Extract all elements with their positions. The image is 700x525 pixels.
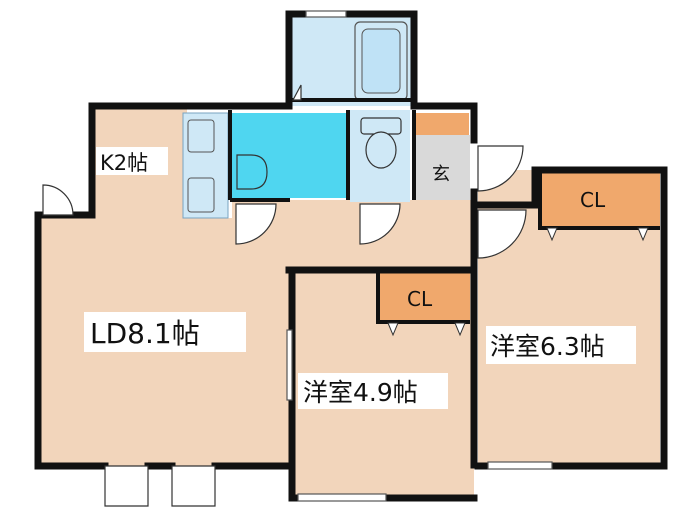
door-balcony-left [104, 465, 149, 507]
shoe-cabinet [416, 113, 469, 135]
entrance-label: 玄 [432, 164, 450, 185]
floor-areas [38, 14, 660, 498]
entrance-floor [415, 135, 470, 200]
kitchen-label: K2帖 [100, 151, 148, 175]
western-small-label: 洋室4.9帖 [303, 378, 418, 407]
window-ld-side [286, 329, 293, 401]
inner-walls [228, 98, 660, 324]
kitchen-stove-icon [187, 119, 215, 153]
door-bath [292, 84, 302, 101]
window-bottom-large [487, 461, 553, 470]
wash-basin-icon [236, 154, 268, 190]
closet-large-floor [540, 170, 660, 227]
bathtub-inner [361, 28, 401, 94]
closet-small-label: CL [407, 287, 433, 311]
doors [42, 84, 527, 507]
labels: K2帖 LD8.1帖 洋室4.9帖 洋室6.3帖 玄 CL CL [84, 147, 636, 409]
door-balcony-right [171, 465, 216, 507]
closet-doors [387, 227, 649, 337]
door-entrance [477, 145, 524, 192]
door-toilet [359, 203, 401, 245]
western-large-label: 洋室6.3帖 [490, 332, 605, 361]
windows [286, 10, 553, 502]
door-ld-left [42, 184, 74, 216]
window-bath [305, 10, 347, 18]
living-dining-label: LD8.1帖 [90, 317, 200, 350]
toilet-bowl-icon [365, 131, 397, 169]
closet-large-label: CL [580, 188, 606, 212]
door-large-room [477, 209, 527, 259]
door-hall [235, 203, 277, 245]
fixtures [187, 21, 408, 213]
kitchen-sink-icon [187, 177, 215, 213]
window-bottom-small [297, 493, 387, 502]
closet-small-floor [380, 273, 470, 323]
